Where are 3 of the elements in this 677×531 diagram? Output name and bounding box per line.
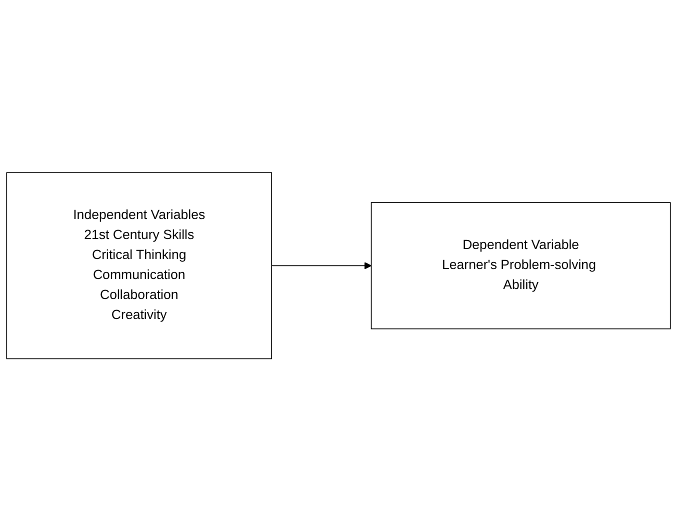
node-box: Dependent Variable Learner's Problem-solving Ability	[370, 202, 671, 330]
arrow	[271, 262, 372, 270]
node-box: Independent Variables 21st Century Skills Critical Thinking Communication Collaboration Creativity	[6, 172, 272, 359]
